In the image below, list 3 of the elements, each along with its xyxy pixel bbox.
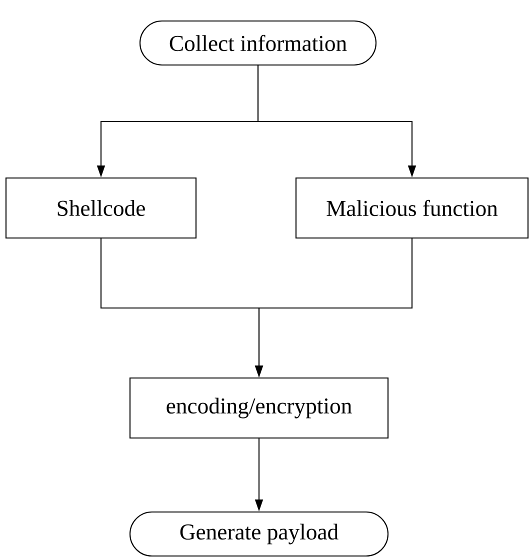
process-box: Shellcode bbox=[5, 177, 197, 239]
process-box: Malicious function bbox=[295, 177, 529, 239]
process-box: encoding/encryption bbox=[129, 377, 389, 439]
